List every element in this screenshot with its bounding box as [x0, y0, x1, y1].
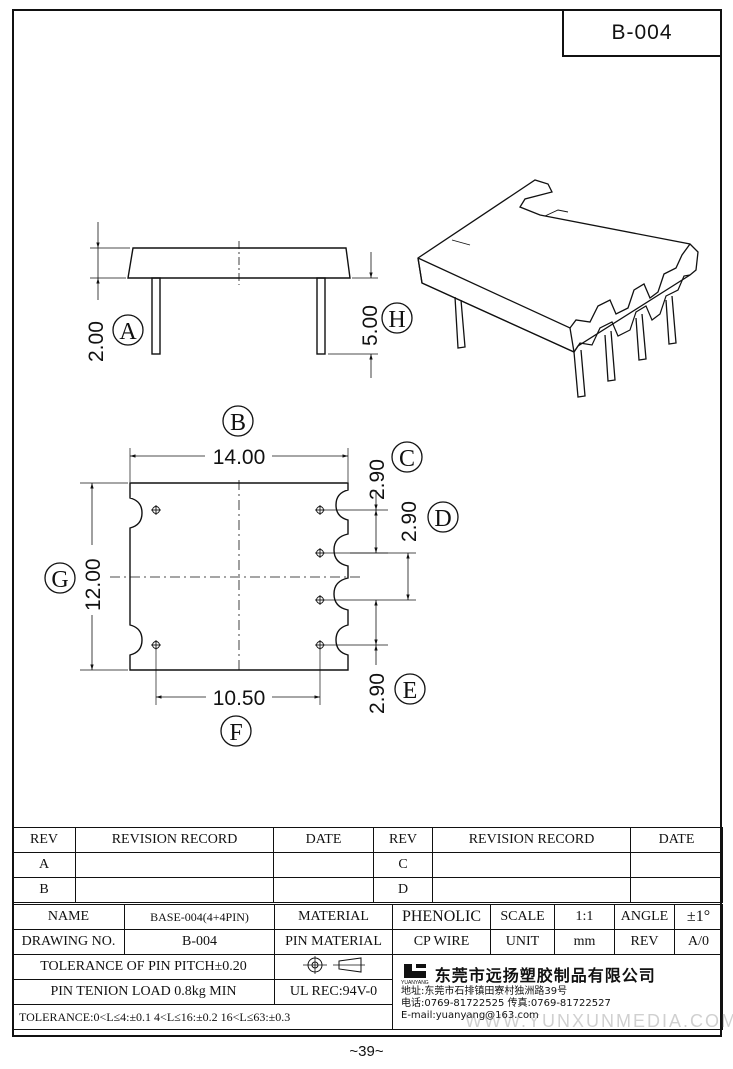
title-block: NAME BASE-004(4+4PIN) MATERIAL PHENOLIC … — [12, 904, 723, 1030]
rev-header: REV — [373, 827, 433, 853]
title-row-5: TOLERANCE:0<L≤4:±0.1 4<L≤16:±0.2 16<L≤63… — [12, 1004, 723, 1030]
label-b: B — [230, 410, 246, 436]
side-view — [90, 222, 378, 378]
company-phone: 电话:0769-81722525 传真:0769-81722527 — [401, 998, 611, 1009]
projection-symbol — [274, 954, 393, 980]
drawing-no-label: DRAWING NO. — [12, 929, 125, 955]
scale-label: SCALE — [490, 904, 555, 930]
angle-label: ANGLE — [614, 904, 675, 930]
dim-f-text: 10.50 — [213, 687, 266, 710]
company-logo-icon: YUANYANG — [401, 962, 429, 986]
label-g-circle: G — [44, 562, 76, 594]
label-f: F — [229, 720, 242, 746]
title-row-4: PIN TENION LOAD 0.8kg MIN UL REC:94V-0 — [12, 979, 723, 1005]
tolerance-ranges: TOLERANCE:0<L≤4:±0.1 4<L≤16:±0.2 16<L≤63… — [12, 1004, 393, 1030]
scale-value: 1:1 — [554, 904, 615, 930]
rev-cell: C — [373, 852, 433, 878]
pin-material-value: CP WIRE — [392, 929, 491, 955]
drawing-sheet-border — [12, 9, 722, 1037]
technical-drawing: 2.00 5.00 A H — [44, 179, 699, 747]
unit-value: mm — [554, 929, 615, 955]
dim-b-text: 14.00 — [213, 446, 266, 469]
rev-cell: D — [373, 877, 433, 903]
rev-value: A/0 — [674, 929, 723, 955]
first-angle-projection-icon — [302, 955, 365, 974]
material-value: PHENOLIC — [392, 904, 491, 930]
date-header: DATE — [273, 827, 374, 853]
revision-row: B D — [12, 877, 723, 903]
record-cell — [75, 877, 274, 903]
revision-record-header: REVISION RECORD — [432, 827, 631, 853]
isometric-view — [417, 179, 699, 398]
label-c-circle: C — [391, 441, 423, 473]
label-e-circle: E — [394, 673, 426, 705]
record-cell — [75, 852, 274, 878]
label-h: H — [388, 307, 405, 333]
date-cell — [273, 852, 374, 878]
title-row-2: DRAWING NO. B-004 PIN MATERIAL CP WIRE U… — [12, 929, 723, 955]
title-row-1: NAME BASE-004(4+4PIN) MATERIAL PHENOLIC … — [12, 904, 723, 930]
company-address: 地址:东莞市石排镇田寮村独洲路39号 — [401, 986, 568, 997]
dim-e-text: 2.90 — [366, 673, 389, 714]
watermark: WWW.YUNXUNMEDIA.COM — [465, 1011, 733, 1031]
dim-h-text: 5.00 — [359, 305, 382, 346]
company-block: YUANYANG 东莞市远扬塑胶制品有限公司 地址:东莞市石排镇田寮村独洲路39… — [392, 954, 723, 1030]
label-g: G — [51, 567, 68, 593]
tolerance-pitch: TOLERANCE OF PIN PITCH±0.20 — [12, 954, 275, 980]
revision-table: REV REVISION RECORD DATE REV REVISION RE… — [12, 827, 723, 903]
date-cell — [630, 877, 723, 903]
material-label: MATERIAL — [274, 904, 393, 930]
revision-record-header: REVISION RECORD — [75, 827, 274, 853]
company-email: E-mail:yuanyang@163.com — [401, 1010, 539, 1021]
date-header: DATE — [630, 827, 723, 853]
date-cell — [273, 877, 374, 903]
angle-value: ±1° — [674, 904, 723, 930]
name-value: BASE-004(4+4PIN) — [124, 904, 275, 930]
label-f-circle: F — [220, 715, 252, 747]
pin-material-label: PIN MATERIAL — [274, 929, 393, 955]
pin-tension: PIN TENION LOAD 0.8kg MIN — [12, 979, 275, 1005]
plan-view — [80, 448, 416, 705]
drawing-code-box: B-004 — [562, 9, 722, 57]
label-a-circle: A — [112, 314, 144, 346]
logo-text: YUANYANG — [401, 980, 429, 986]
dim-a-text: 2.00 — [85, 321, 108, 362]
record-cell — [432, 877, 631, 903]
date-cell — [630, 852, 723, 878]
dim-g-text: 12.00 — [82, 558, 105, 611]
drawing-no-value: B-004 — [124, 929, 275, 955]
company-name: 东莞市远扬塑胶制品有限公司 — [434, 966, 656, 985]
record-cell — [432, 852, 631, 878]
label-d-circle: D — [427, 501, 459, 533]
label-b-circle: B — [222, 405, 254, 437]
unit-label: UNIT — [490, 929, 555, 955]
rev-label: REV — [614, 929, 675, 955]
rev-cell: A — [12, 852, 76, 878]
revision-row: A C — [12, 852, 723, 878]
label-c: C — [399, 446, 415, 472]
page-number: ~39~ — [349, 1043, 384, 1060]
dim-d-text: 2.90 — [398, 501, 421, 542]
name-label: NAME — [12, 904, 125, 930]
title-row-3: TOLERANCE OF PIN PITCH±0.20 YUANYANG — [12, 954, 723, 1030]
rev-cell: B — [12, 877, 76, 903]
label-e: E — [403, 678, 418, 704]
dim-c-text: 2.90 — [366, 459, 389, 500]
label-a: A — [119, 319, 137, 345]
revision-header-row: REV REVISION RECORD DATE REV REVISION RE… — [12, 827, 723, 853]
label-d: D — [434, 506, 451, 532]
label-h-circle: H — [381, 302, 413, 334]
ul-rec: UL REC:94V-0 — [274, 979, 393, 1005]
rev-header: REV — [12, 827, 76, 853]
